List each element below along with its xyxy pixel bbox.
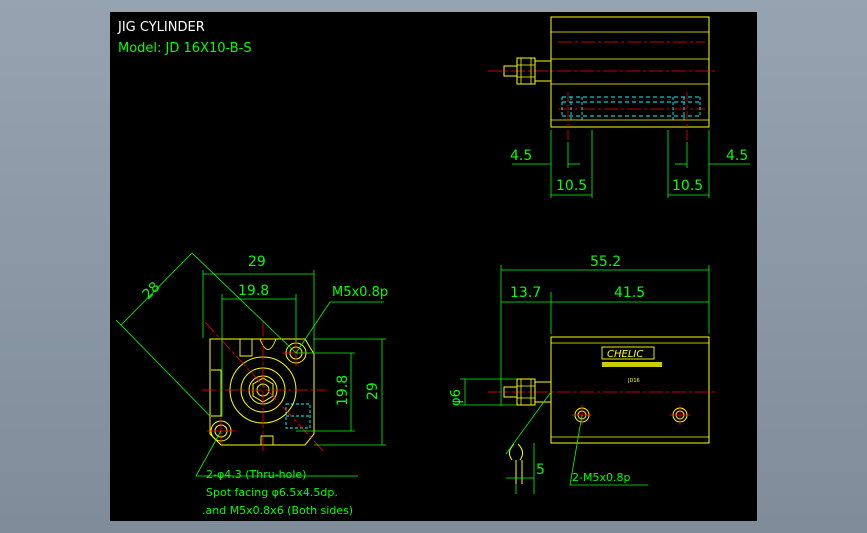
side-rod	[503, 378, 552, 406]
dim-top-right-gap: 4.5	[726, 148, 748, 164]
drawing-title: JIG CYLINDER	[117, 20, 205, 35]
dim-front-thread: M5x0.8p	[332, 285, 388, 300]
notes: 2-φ4.3 (Thru-hole) Spot facing φ6.5x4.5d…	[202, 468, 353, 517]
top-dimensions: 4.5 4.5 10.5 10.5	[510, 130, 750, 198]
model-label: Model: JD 16X10-B-S	[118, 41, 252, 56]
front-view: 29 19.8 M5x0.8p 28 19.8 29	[115, 252, 388, 477]
dim-top-right-span: 10.5	[672, 178, 703, 194]
dim-top-left-span: 10.5	[556, 178, 587, 194]
drawing-canvas[interactable]: JIG CYLINDER Model: JD 16X10-B-S	[110, 12, 757, 521]
dim-front-height: 29	[365, 382, 381, 400]
front-dimensions: 29 19.8 M5x0.8p 28 19.8 29	[115, 252, 388, 477]
dim-side-rod: 13.7	[510, 285, 541, 301]
brand-logo: CHELIC	[607, 349, 643, 360]
dim-top-left-gap: 4.5	[510, 148, 532, 164]
dim-front-width: 29	[248, 254, 266, 270]
front-body-outline	[209, 338, 315, 446]
dim-rod-dia: φ6	[449, 389, 464, 406]
dim-front-inner-width: 19.8	[238, 283, 269, 299]
dim-side-ports: 2-M5x0.8p	[572, 471, 630, 484]
note-line-3: .and M5x0.8x6 (Both sides)	[202, 504, 353, 517]
dim-front-inner-height: 19.8	[335, 375, 351, 406]
side-model-mark: JD16	[627, 378, 640, 384]
dim-rod-stub: 5	[536, 462, 545, 478]
dim-side-body: 41.5	[614, 285, 645, 301]
top-body-outline	[550, 16, 710, 128]
top-rod	[503, 57, 552, 85]
dim-front-diag: 28	[140, 279, 164, 303]
side-view: CHELIC JD16	[449, 254, 716, 494]
brand-logo-box	[601, 346, 655, 360]
side-dimensions: 55.2 13.7 41.5 φ6 5 2-M5x0.8p	[449, 254, 710, 494]
drawing-svg: JIG CYLINDER Model: JD 16X10-B-S	[115, 16, 750, 517]
note-line-1: 2-φ4.3 (Thru-hole)	[206, 468, 306, 481]
dim-side-total: 55.2	[590, 254, 621, 270]
top-view: 4.5 4.5 10.5 10.5	[488, 16, 750, 198]
note-line-2: Spot facing φ6.5x4.5dp.	[206, 486, 338, 499]
